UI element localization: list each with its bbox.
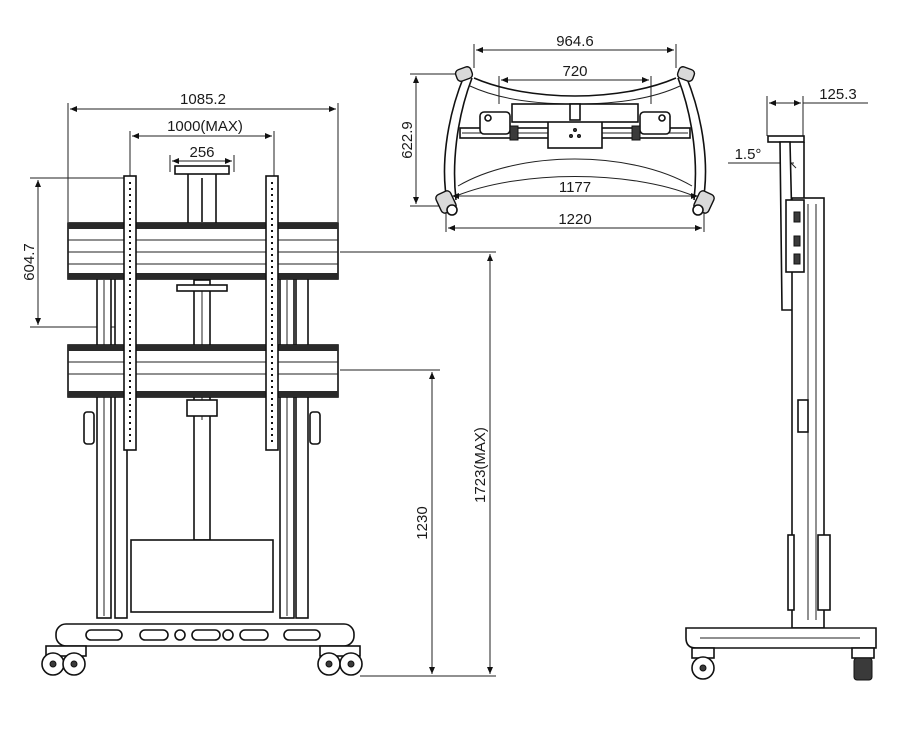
dim-caster-span: 1177 (452, 179, 698, 199)
label-min-pattern-width: 256 (189, 144, 214, 161)
dim-bracket-height: 604.7 (21, 177, 130, 328)
side-handle-left (83, 411, 95, 445)
top-mount-right (631, 111, 671, 141)
dim-max-pattern-width: 1000(MAX) (129, 118, 275, 178)
arm-curve-right-inner (677, 77, 697, 201)
center-bracket (176, 284, 228, 292)
dim-arm-span: 964.6 (473, 33, 677, 68)
dim-offset: 125.3 (766, 86, 868, 136)
vesa-bracket-right (265, 175, 279, 451)
side-shelf (817, 534, 831, 611)
label-caster-span: 1177 (559, 179, 591, 196)
dim-inner-span: 720 (498, 63, 652, 104)
arm-top-curve (473, 77, 677, 97)
label-overall-width: 1085.2 (180, 91, 226, 108)
top-view: 964.6 720 622.9 (399, 33, 715, 232)
front-view: 1085.2 1000(MAX) 256 604.7 (21, 91, 496, 677)
label-tilt: 1.5° (735, 146, 762, 163)
dim-overall-width: 1085.2 (67, 91, 339, 222)
label-offset: 125.3 (819, 86, 857, 103)
dim-height-center: 1230 (340, 369, 496, 677)
top-caster-right (692, 190, 715, 216)
label-height-max: 1723(MAX) (472, 427, 489, 503)
upper-rail (67, 222, 339, 280)
mast-cap (174, 165, 230, 175)
dim-base-width: 1220 (445, 211, 705, 232)
dim-depth: 622.9 (399, 73, 462, 207)
top-caster-left (435, 190, 458, 216)
dim-min-pattern-width: 256 (169, 144, 235, 172)
lower-rail (67, 344, 339, 398)
label-height-center: 1230 (414, 506, 431, 539)
top-mount-left (479, 111, 519, 141)
top-center-plate (547, 119, 603, 149)
side-handle (797, 399, 809, 433)
side-view: 125.3 1.5° (685, 86, 877, 681)
label-base-width: 1220 (558, 211, 591, 228)
label-depth: 622.9 (399, 121, 416, 159)
label-bracket-height: 604.7 (21, 243, 38, 281)
base-beam (55, 623, 355, 647)
label-max-pattern-width: 1000(MAX) (167, 118, 243, 135)
dim-height-max: 1723(MAX) (340, 251, 496, 674)
caster-left (41, 645, 87, 676)
side-base (685, 627, 877, 649)
side-handle-right (309, 411, 321, 445)
side-caster-left (691, 647, 715, 680)
arm-curve-left-inner (453, 77, 473, 201)
vesa-bracket-left (123, 175, 137, 451)
side-top-bracket (767, 135, 805, 143)
label-inner-span: 720 (562, 63, 587, 80)
storage-shelf (130, 539, 274, 613)
side-caster-right (851, 647, 875, 681)
caster-right (317, 645, 363, 676)
label-arm-span: 964.6 (556, 33, 594, 50)
